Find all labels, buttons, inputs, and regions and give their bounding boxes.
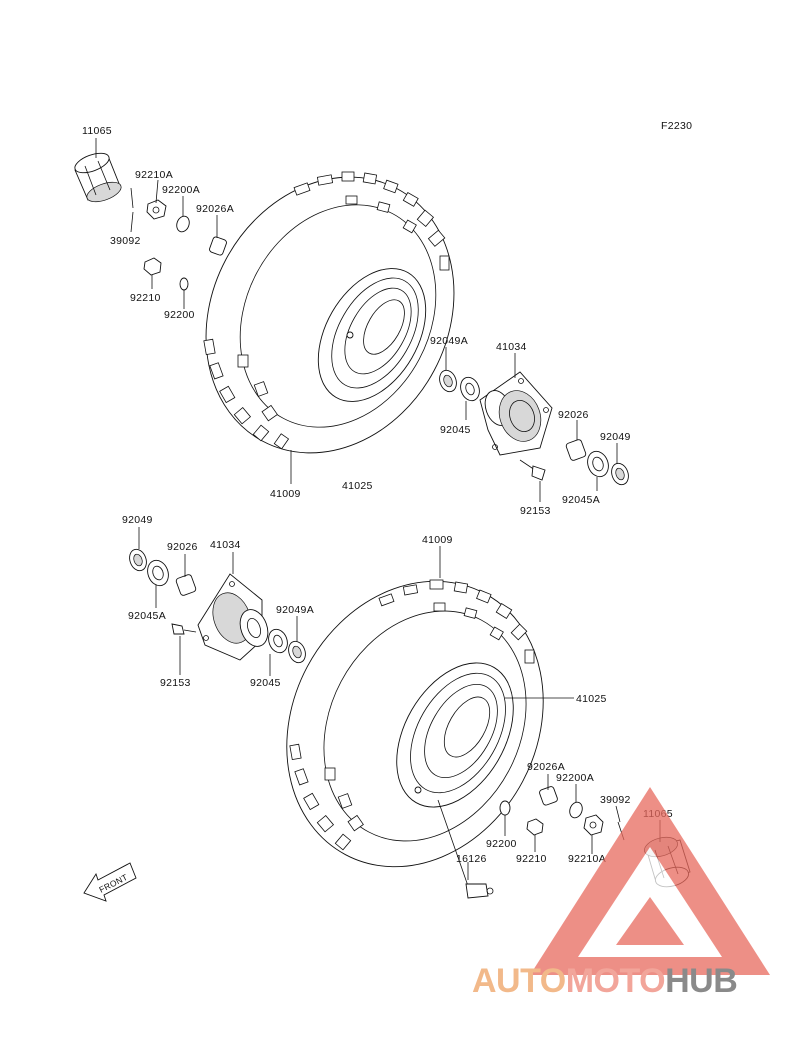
label-41034-top: 41034 [496, 341, 527, 353]
label-92200A-bot: 92200A [556, 772, 594, 784]
top-wheel-assembly: 11065 92210A 92200A 92026A 39092 92210 9… [74, 125, 631, 517]
part-92026-collar-top [565, 439, 587, 461]
label-41009-bot: 41009 [422, 534, 453, 546]
top-rim [317, 268, 427, 402]
label-92210A-top: 92210A [135, 169, 173, 181]
bottom-rim [396, 662, 514, 808]
brand-part-auto: AUTO [472, 962, 566, 1000]
label-92210-bot: 92210 [516, 853, 547, 865]
label-92026-bot: 92026 [167, 541, 198, 553]
label-92049A-bot: 92049A [276, 604, 314, 616]
leader-lines-bottom [138, 527, 661, 880]
label-92200-top: 92200 [164, 309, 195, 321]
part-92045-bearing-top [460, 376, 480, 402]
label-92049-top: 92049 [600, 431, 631, 443]
brand-part-moto: MOTO [565, 962, 666, 1000]
part-92210-nut-top [143, 257, 162, 276]
label-92045-bot: 92045 [250, 677, 281, 689]
label-92049A-top: 92049A [430, 335, 468, 347]
part-11065-cap-top [74, 152, 122, 203]
part-92049-seal-top [611, 462, 629, 486]
label-92153-top: 92153 [520, 505, 551, 517]
label-92049-bot: 92049 [122, 514, 153, 526]
part-92045-bearing-bot [268, 628, 288, 654]
part-92049A-seal-top [439, 369, 457, 393]
part-92210A-nut-bot [583, 814, 604, 836]
label-92045A-top: 92045A [562, 494, 600, 506]
part-92026A-collar-bot [539, 786, 558, 806]
part-16126-valve-bot [437, 799, 494, 899]
watermark-brand-text: AUTOMOTOHUB [472, 962, 738, 1001]
part-92026-collar-bot [175, 574, 197, 596]
label-92026-top: 92026 [558, 409, 589, 421]
part-39092-pin-top [130, 187, 134, 209]
label-39092-bot: 39092 [600, 794, 631, 806]
label-92200-bot: 92200 [486, 838, 517, 850]
watermark-logo [530, 787, 770, 975]
label-41025-top: 41025 [342, 480, 373, 492]
leader-lines-top [95, 138, 618, 502]
label-92200A-top: 92200A [162, 184, 200, 196]
label-92210-top: 92210 [130, 292, 161, 304]
label-92045A-bot: 92045A [128, 610, 166, 622]
part-92045A-bearing-top [587, 450, 609, 478]
part-41034-hub-bot [197, 573, 269, 661]
part-92049-seal-bot [129, 548, 147, 572]
part-92210-nut-bot [526, 818, 544, 836]
label-92210A-bot: 92210A [568, 853, 606, 865]
part-92153-bolt-bot [171, 623, 197, 635]
part-92153-bolt-top [519, 459, 546, 481]
label-41025-bot: 41025 [576, 693, 607, 705]
figure-code: F2230 [661, 120, 692, 132]
part-92045A-bearing-bot [147, 559, 169, 587]
brand-part-hub: HUB [665, 962, 738, 1000]
part-92049A-seal-bot [288, 640, 306, 664]
part-92200A-washer-top [176, 215, 190, 233]
label-41009-top: 41009 [270, 488, 301, 500]
label-39092-top: 39092 [110, 235, 141, 247]
part-92200A-washer-bot [569, 801, 583, 819]
label-11065-top: 11065 [82, 125, 112, 137]
label-92026A-top: 92026A [196, 203, 234, 215]
part-92210A-nut-top [146, 199, 167, 220]
label-92153-bot: 92153 [160, 677, 191, 689]
front-arrow: FRONT [83, 862, 137, 902]
label-16126-bot: 16126 [456, 853, 487, 865]
part-92026A-collar-top [209, 236, 227, 256]
part-92200-washer-top [179, 277, 189, 291]
label-92026A-bot: 92026A [527, 761, 565, 773]
label-92045-top: 92045 [440, 424, 471, 436]
label-41034-bot: 41034 [210, 539, 241, 551]
part-41034-hub-top [479, 371, 553, 456]
